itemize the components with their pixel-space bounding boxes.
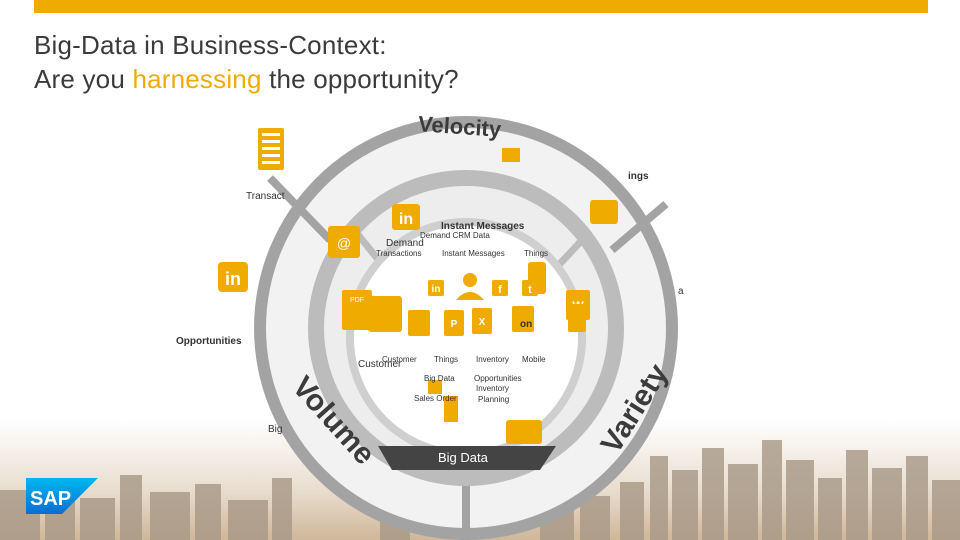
twitter-small-icon: t xyxy=(522,280,538,296)
title-line-1: Big-Data in Business-Context: xyxy=(34,30,387,60)
svg-text:PDF: PDF xyxy=(350,297,364,304)
inner-label-opportunities: Opportunities xyxy=(474,374,522,383)
inner-label-transactions: Transactions xyxy=(376,249,422,258)
center-band xyxy=(378,446,556,470)
inner-label-things-2: Things xyxy=(434,355,459,364)
inner-label-instant-messages: Instant Messages xyxy=(442,249,505,258)
cube-icon xyxy=(368,296,402,332)
svg-text:in: in xyxy=(399,211,413,228)
title-line-2-suffix: the opportunity? xyxy=(261,64,459,94)
outer-label-big: Big xyxy=(268,424,283,435)
file-icon-right xyxy=(512,306,534,332)
linkedin-small-icon: in xyxy=(428,280,444,296)
svg-text:in: in xyxy=(432,284,441,295)
document-icon xyxy=(502,148,520,162)
inner-label-inventory-2: Inventory xyxy=(476,384,509,393)
title-line-2: Are you harnessing the opportunity? xyxy=(34,62,459,96)
inner-label-customer-a: Customer xyxy=(382,355,417,364)
file-icon-left xyxy=(408,310,430,336)
inner-label-things: Things xyxy=(524,249,549,258)
linkedin-inner-icon: in xyxy=(392,204,420,230)
outer-label-opportunities: Opportunities xyxy=(176,336,242,347)
sap-logo-text: SAP xyxy=(30,488,71,510)
inner-label-planning: Planning xyxy=(478,395,510,404)
svg-text:t: t xyxy=(528,284,532,296)
svg-text:f: f xyxy=(498,284,502,296)
svg-text:X: X xyxy=(479,317,486,328)
powerpoint-icon: P xyxy=(444,310,464,336)
inner-label-inventory: Inventory xyxy=(476,355,509,364)
sales-order-icon xyxy=(444,396,458,422)
facebook-icon: f xyxy=(492,280,508,296)
spreadsheet-icon xyxy=(568,304,586,332)
svg-text:P: P xyxy=(451,319,458,330)
outer-label-transact: Transact xyxy=(246,191,285,202)
title-highlight: harnessing xyxy=(132,64,262,94)
page-title: Big-Data in Business-Context: Are you ha… xyxy=(34,28,459,96)
outer-label-data-right: a xyxy=(678,286,684,297)
email-icon: @ xyxy=(328,226,360,258)
inner-label-customer-b: Customer xyxy=(358,359,402,370)
inner-label-big-data: Big Data xyxy=(424,374,455,383)
folder-icon-bottom xyxy=(506,420,542,444)
inner-label-mobile: Mobile xyxy=(522,355,546,364)
inner-ring-face xyxy=(354,226,578,450)
pdf-icon: PDF xyxy=(342,290,372,330)
small-doc-icon xyxy=(428,380,442,394)
excel-icon: X xyxy=(472,308,492,334)
inner-label-demand: Demand xyxy=(386,238,424,249)
svg-text:@: @ xyxy=(337,235,351,251)
person-icon xyxy=(456,273,484,300)
inner-label-on: on xyxy=(520,319,533,330)
linkedin-icon: in xyxy=(218,262,248,292)
top-accent-bar xyxy=(34,0,928,13)
center-big-data-label: Big Data xyxy=(438,450,488,465)
sap-logo: SAP xyxy=(26,478,98,514)
svg-text:in: in xyxy=(225,269,241,289)
server-icon xyxy=(258,128,284,170)
folder-icon-right xyxy=(590,200,618,224)
inner-label-demand-crm: Demand CRM Data xyxy=(420,231,490,240)
outer-label-things: ings xyxy=(628,171,649,182)
inner-label-instant-messages-bold: Instant Messages xyxy=(441,221,525,232)
inner-label-sales-order: Sales Order xyxy=(414,394,457,403)
title-line-2-prefix: Are you xyxy=(34,64,133,94)
